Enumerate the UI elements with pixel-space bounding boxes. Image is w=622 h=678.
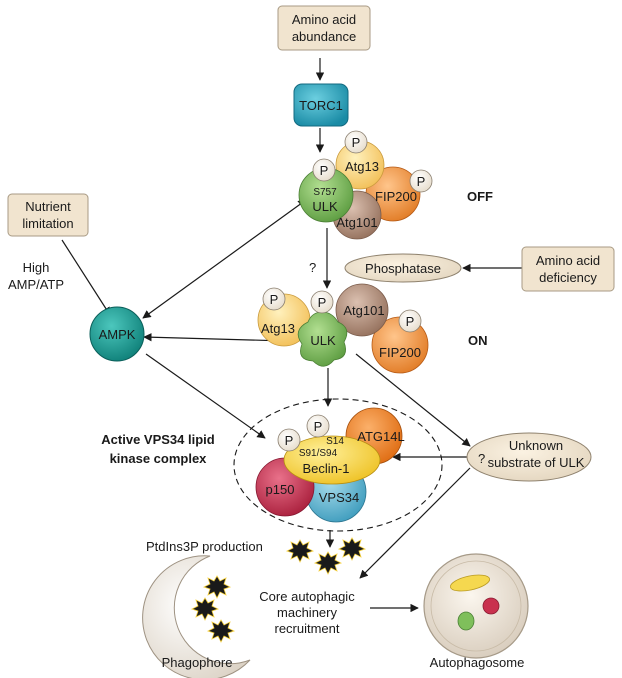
vps34-label: VPS34 [319,490,359,505]
phagophore-star-1 [202,575,232,599]
ampk-label: AMPK [99,327,136,342]
arrows [61,58,522,613]
nutrient-line1: Nutrient [25,199,71,214]
atg101-on-label: Atg101 [343,303,384,318]
p-ulk-on [310,290,334,314]
arrow-unknown-to-core [359,467,471,579]
s91-s94-site: S91/S94 [299,448,338,459]
core-line1: Core autophagic [259,589,355,604]
amino-abundance-line2: abundance [292,29,356,44]
beclin-1-protein [283,435,381,485]
vps34-complex-label-line2: kinase complex [110,451,208,466]
vps34-complex-label-line1: Active VPS34 lipid [101,432,214,447]
atg101-off-label: Atg101 [336,215,377,230]
cargo-green [457,611,475,631]
p-ulk-off-label: P [320,163,329,178]
amino-deficiency-line1: Amino acid [536,253,600,268]
ulk-on [297,311,348,367]
p-s14-label: P [314,419,323,434]
cargo-red [482,597,500,615]
ulk-complex-off: P P P S757 ULK Atg13 FIP200 Atg101 [298,130,433,240]
beclin-1-label: Beclin-1 [303,461,350,476]
ptdins3p-stars [285,537,367,575]
ulk-off-site: S757 [313,187,337,198]
core-line3: recruitment [274,621,339,636]
arrow-ampk-ulk-off [142,199,307,319]
autophagosome-label: Autophagosome [430,655,525,670]
ptdins3p-star-2 [313,551,343,575]
on-label: ON [468,333,488,348]
arrow-nutrient-to-ampk [61,239,111,316]
ampk-node: AMPK [89,306,145,362]
unknown-substrate-line1: Unknown [509,438,563,453]
p-atg13-on-label: P [270,292,279,307]
p-atg13-on [262,287,286,311]
amp-atp-label: AMP/ATP [8,277,64,292]
p-fip200-off [409,169,433,193]
cargo-yellow [449,574,491,592]
core-line2: machinery [277,605,337,620]
p-ulk-on-label: P [318,295,327,310]
atg14l-label: ATG14L [357,429,404,444]
off-label: OFF [467,189,493,204]
arrow-ampk-ulk-on [143,333,288,345]
torc1-node: TORC1 [293,83,349,127]
phagophore-star-3 [206,619,236,643]
phagophore-label: Phagophore [162,655,233,670]
amino-acid-abundance-box: Amino acid abundance [277,5,371,51]
nutrient-line2: limitation [22,216,73,231]
p-s14-protein [306,414,330,438]
phosphatase-node: Phosphatase [344,253,462,283]
amino-deficiency-line2: deficiency [539,270,597,285]
p-s91-label: P [285,433,294,448]
torc1-label: TORC1 [299,98,343,113]
question-mark-phosphatase: ? [309,260,316,275]
p-atg13-off-label: P [352,135,361,150]
ptdins3p-label: PtdIns3P production [146,539,263,554]
p150-label: p150 [266,482,295,497]
p-fip200-on [398,309,422,333]
arrow-ampk-to-vps34 [145,353,266,439]
atg13-off-label: Atg13 [345,159,379,174]
fip200-on-label: FIP200 [379,345,421,360]
p-ulk-off [312,158,336,182]
fip200-off-label: FIP200 [375,189,417,204]
amino-acid-deficiency-box: Amino acid deficiency [521,246,615,292]
vps34-complex-boundary [233,398,443,532]
ulk-off-label: ULK [312,199,338,214]
autophagosome-illustration [423,553,529,659]
atg101-on [335,283,389,337]
arrow-ulk-to-unknown [355,353,471,447]
unknown-substrate-node: ? Unknown substrate of ULK [466,432,592,482]
phagophore-illustration [142,555,251,678]
ptdins3p-star-1 [285,539,315,563]
p-fip200-on-label: P [406,314,415,329]
p-fip200-off-label: P [417,174,426,189]
amino-abundance-line1: Amino acid [292,12,356,27]
phosphatase-label: Phosphatase [365,261,441,276]
unknown-substrate-line2: substrate of ULK [488,455,585,470]
question-mark-substrate: ? [478,451,485,466]
ulk-on-label: ULK [310,333,336,348]
p-s91-protein [277,428,301,452]
ptdins3p-star-3 [337,537,367,561]
s14-site: S14 [326,436,344,447]
nutrient-limitation-box: Nutrient limitation [7,193,89,237]
high-label: High [23,260,50,275]
ulk-complex-on: P P P Atg13 ULK Atg101 FIP200 [257,283,429,374]
atg13-on-label: Atg13 [261,321,295,336]
vps34-complex: P P S14 S91/S94 Beclin-1 ATG14L p150 VPS… [255,407,405,523]
p-atg13-off [344,130,368,154]
phagophore-star-2 [190,597,220,621]
